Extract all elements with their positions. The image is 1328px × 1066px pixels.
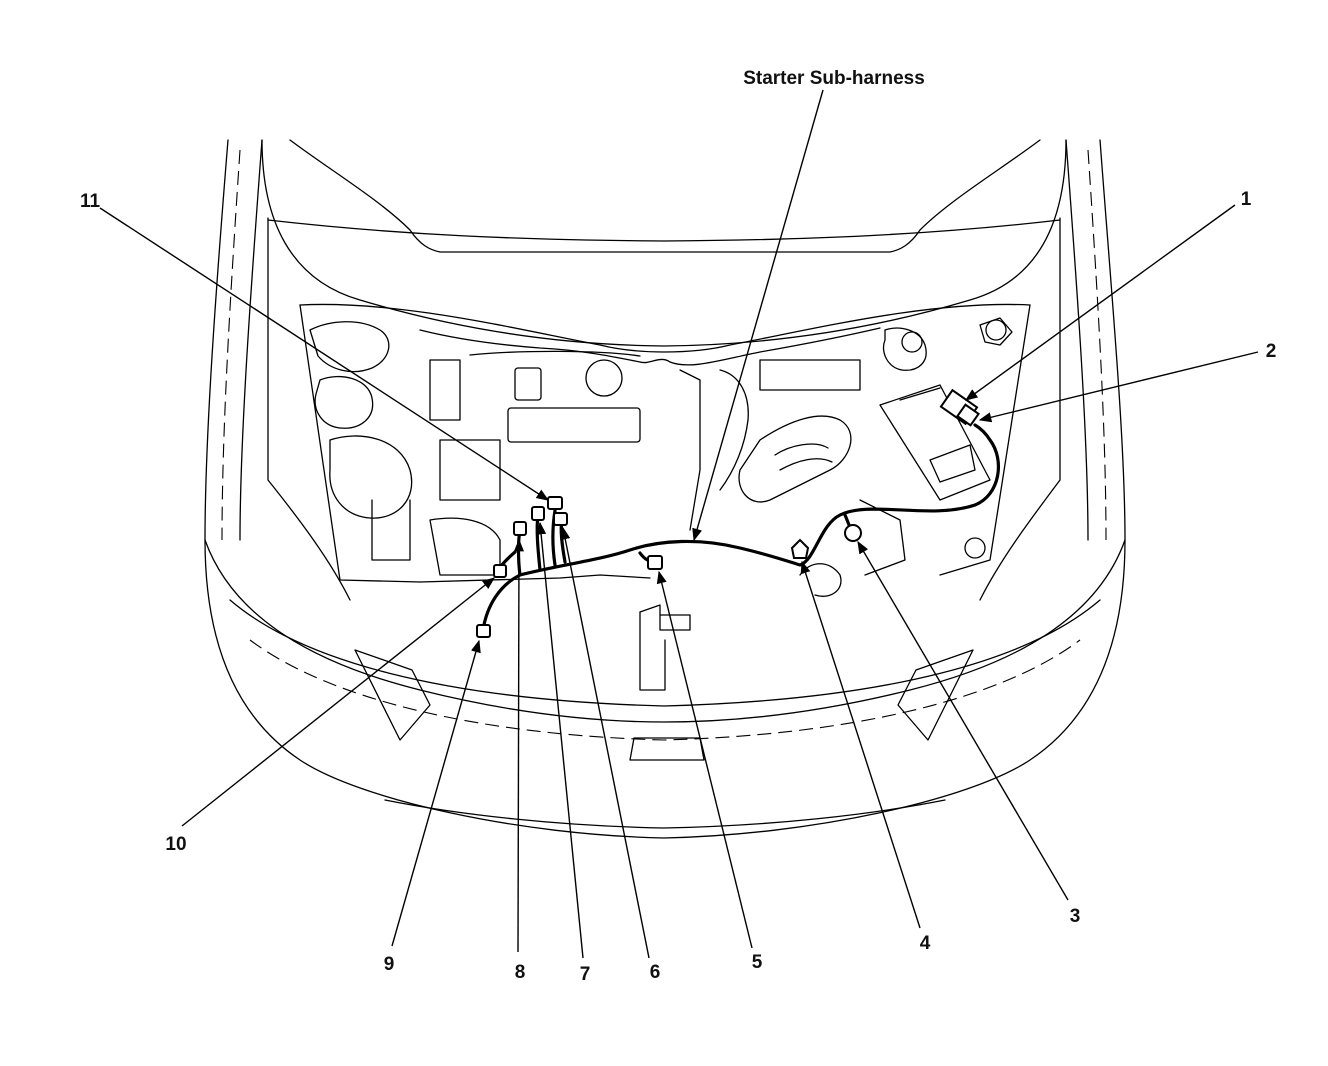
callout-7: 7 [580, 964, 591, 985]
leader-starter-sub-harness [692, 89, 824, 542]
starter-sub-harness [481, 423, 1000, 632]
connector-2 [956, 403, 980, 427]
leader-8 [513, 538, 525, 953]
connector-10 [493, 564, 507, 578]
vehicle-body-outline [204, 139, 1126, 839]
connector-5 [647, 555, 663, 570]
leader-3 [857, 540, 1069, 901]
callout-6: 6 [650, 962, 661, 983]
callout-1: 1 [1241, 189, 1252, 210]
labels: Starter Sub-harness 1 2 3 4 5 6 7 8 9 10… [80, 68, 1276, 985]
callout-8: 8 [515, 962, 526, 983]
leader-10 [181, 577, 495, 827]
callout-3: 3 [1070, 906, 1081, 927]
connector-6 [553, 512, 568, 526]
callout-5: 5 [752, 952, 763, 973]
leader-5 [656, 570, 753, 949]
leader-6 [560, 526, 650, 959]
connector-9 [476, 624, 491, 638]
leader-4 [800, 560, 921, 929]
connectors [476, 388, 980, 638]
leader-2 [978, 351, 1259, 423]
leader-11 [99, 207, 550, 501]
callout-11: 11 [80, 191, 101, 212]
callout-4: 4 [920, 933, 931, 954]
leader-lines [99, 89, 1259, 959]
leader-9 [391, 639, 481, 947]
callout-10: 10 [165, 834, 186, 855]
callout-2: 2 [1266, 341, 1277, 362]
callout-9: 9 [384, 954, 395, 975]
connector-3 [844, 524, 862, 542]
label-starter-sub-harness: Starter Sub-harness [743, 68, 925, 89]
connector-11 [547, 496, 563, 510]
connector-7 [531, 506, 545, 521]
engine-compartment [267, 217, 1061, 691]
connector-4 [790, 538, 810, 559]
leader-1 [964, 204, 1236, 401]
leader-7 [536, 521, 584, 959]
connector-8 [513, 521, 527, 536]
